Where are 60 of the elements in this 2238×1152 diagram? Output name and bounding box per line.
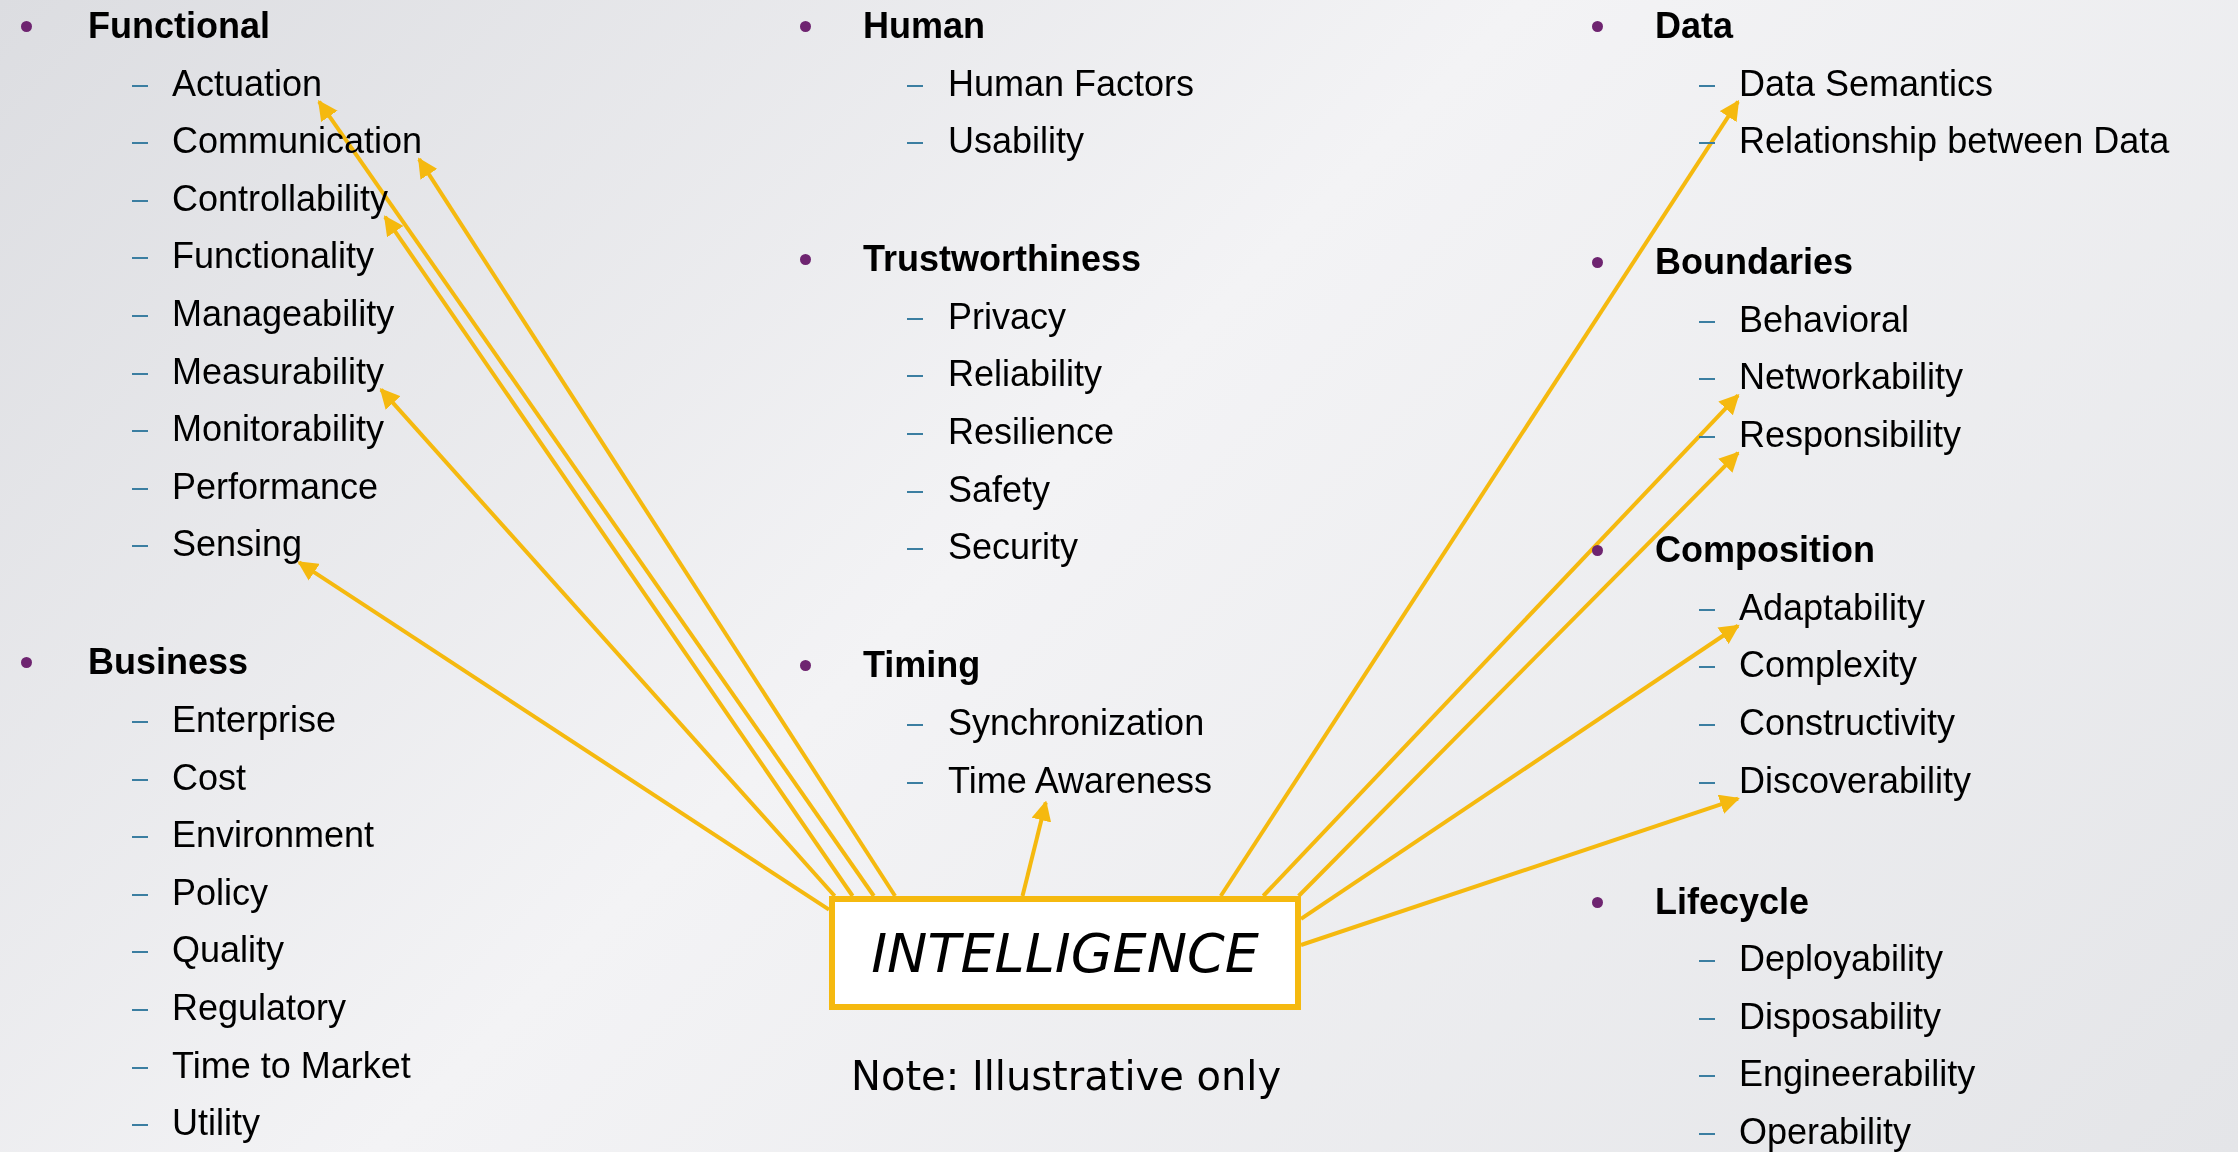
- list-item: Cost: [172, 755, 247, 800]
- list-item: Utility: [172, 1101, 260, 1146]
- arrow: [1219, 99, 1740, 898]
- list-item: Synchronization: [948, 700, 1205, 745]
- list-item: Time to Market: [172, 1043, 411, 1088]
- list-item: Adaptability: [1739, 585, 1926, 630]
- list-item: Relationship between Data: [1739, 119, 2170, 164]
- list-item: Manageability: [172, 292, 395, 336]
- list-item: Data Semantics: [1739, 61, 1994, 106]
- list-item: Sensing: [172, 522, 303, 567]
- arrow: [379, 388, 837, 898]
- list-item: Enterprise: [172, 698, 337, 743]
- list-item: Actuation: [172, 61, 323, 106]
- arrow: [1020, 800, 1052, 897]
- list-item: Responsibility: [1739, 412, 1962, 457]
- list-item: Regulatory: [172, 986, 347, 1031]
- arrow: [1300, 794, 1740, 947]
- category-heading: Trustworthiness: [863, 237, 1142, 282]
- category-heading: Human: [863, 4, 985, 48]
- list-item: Reliability: [948, 352, 1103, 397]
- list-item: Monitorability: [172, 407, 385, 452]
- category-heading: Data: [1655, 4, 1734, 48]
- category-heading: Business: [88, 640, 249, 685]
- list-item: Quality: [172, 928, 285, 973]
- list-item: Human Factors: [948, 61, 1195, 106]
- list-item: Privacy: [948, 294, 1067, 339]
- list-item: Resilience: [948, 410, 1115, 455]
- category-heading: Functional: [88, 4, 270, 48]
- list-item: Controllability: [172, 176, 389, 221]
- list-item: Safety: [948, 467, 1051, 512]
- list-item: Functionality: [172, 234, 375, 279]
- list-item: Engineerability: [1739, 1052, 1976, 1097]
- list-item: Deployability: [1739, 937, 1944, 982]
- list-item: Security: [948, 525, 1079, 570]
- list-item: Behavioral: [1739, 297, 1910, 342]
- list-item: Policy: [172, 870, 269, 915]
- list-item: Networkability: [1739, 355, 1964, 400]
- category-heading: Lifecycle: [1655, 879, 1810, 924]
- list-item: Measurability: [172, 349, 385, 394]
- arrow: [317, 99, 876, 898]
- arrow: [297, 560, 831, 912]
- list-item: Time Awareness: [948, 758, 1213, 803]
- list-item: Operability: [1739, 1109, 1912, 1152]
- category-heading: Boundaries: [1655, 240, 1854, 285]
- arrow: [1297, 451, 1740, 898]
- category-heading: Composition: [1655, 528, 1875, 573]
- list-item: Disposability: [1739, 994, 1942, 1039]
- list-item: Performance: [172, 464, 379, 509]
- box-title: INTELLIGENCE: [871, 921, 1259, 985]
- highlight-box: [829, 896, 1301, 1010]
- list-item: Complexity: [1739, 643, 1918, 688]
- list-item: Constructivity: [1739, 700, 1956, 745]
- arrow: [1261, 393, 1740, 898]
- arrow: [383, 215, 855, 898]
- category-heading: Timing: [863, 643, 981, 688]
- note-text: Note: Illustrative only: [851, 1052, 1282, 1101]
- arrow: [417, 157, 897, 898]
- list-item: Environment: [172, 813, 375, 858]
- list-item: Usability: [948, 119, 1085, 164]
- list-item: Discoverability: [1739, 758, 1972, 803]
